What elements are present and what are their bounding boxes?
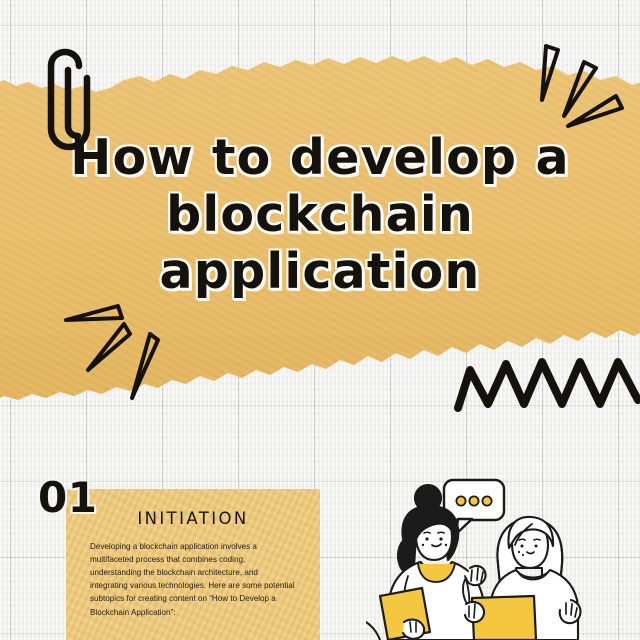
section-heading: INITIATION [137, 509, 249, 528]
two-women-talking-illustration [366, 472, 640, 640]
section-number: 01 [38, 473, 98, 522]
content-card: INITIATION Developing a blockchain appli… [66, 489, 320, 640]
torn-paper-banner [0, 56, 640, 400]
section-body-text: Developing a blockchain application invo… [90, 542, 295, 617]
